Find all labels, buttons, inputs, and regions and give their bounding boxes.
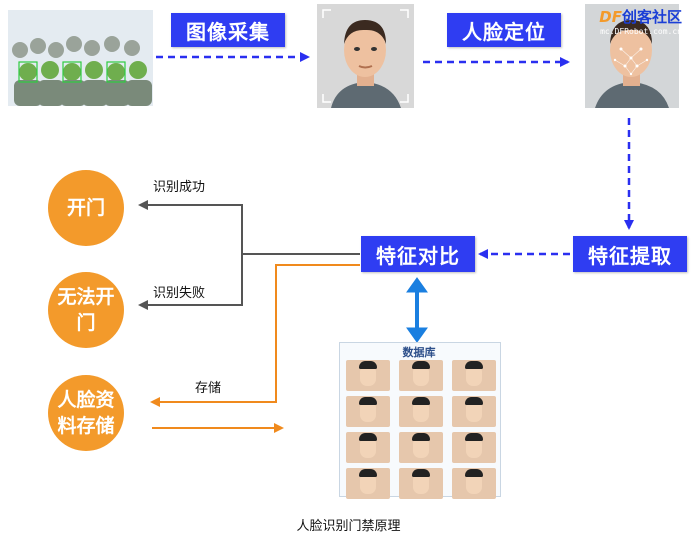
outcome-open-door-label: 开门 <box>66 197 105 219</box>
db-face <box>399 468 443 499</box>
face-icon <box>317 4 414 108</box>
db-face <box>399 396 443 427</box>
outcome-cannot-open-line2: 门 <box>76 312 96 334</box>
double-arrow-db <box>406 277 428 343</box>
watermark: DF创客社区 mc.DFRobot.com.cn <box>590 8 682 38</box>
crowd-image <box>8 10 153 106</box>
df-logo-icon: DF <box>599 8 622 26</box>
db-face <box>346 432 390 463</box>
watermark-url: mc.DFRobot.com.cn <box>600 27 682 36</box>
outcome-open-door: 开门 <box>48 170 124 246</box>
db-face <box>346 396 390 427</box>
watermark-brand: 创客社区 <box>621 8 682 26</box>
located-face-photo <box>585 4 679 108</box>
outcome-store-face: 人脸资 料存储 <box>48 375 124 451</box>
edge-label-success: 识别成功 <box>153 180 206 195</box>
figure-caption: 人脸识别门禁原理 <box>296 519 401 534</box>
outcome-cannot-open: 无法开 门 <box>48 272 124 348</box>
db-face <box>452 360 496 391</box>
edge-label-store: 存储 <box>195 381 222 396</box>
db-face <box>346 360 390 391</box>
step-feature-extract-label: 特征提取 <box>588 243 672 268</box>
step-feature-compare-label: 特征对比 <box>376 243 460 268</box>
face-photo <box>317 4 414 108</box>
db-face <box>399 432 443 463</box>
step-face-locate: 人脸定位 <box>447 13 561 47</box>
step-image-capture-label: 图像采集 <box>186 19 270 44</box>
db-face <box>452 396 496 427</box>
edge-label-failure: 识别失败 <box>153 286 206 301</box>
step-feature-compare: 特征对比 <box>361 236 475 272</box>
step-face-locate-label: 人脸定位 <box>462 19 546 44</box>
database-faces <box>346 360 496 499</box>
line-compare-success <box>138 200 360 255</box>
step-image-capture: 图像采集 <box>171 13 285 47</box>
db-face <box>452 432 496 463</box>
outcome-store-line1: 人脸资 <box>57 389 115 411</box>
step-feature-extract: 特征提取 <box>573 236 687 272</box>
db-face <box>452 468 496 499</box>
outcome-store-line2: 料存储 <box>57 415 115 437</box>
line-compare-failure <box>138 254 243 310</box>
db-face <box>399 360 443 391</box>
db-face <box>346 468 390 499</box>
database-title: 数据库 <box>402 346 436 359</box>
face-landmarks-icon <box>585 4 679 108</box>
crowd-icon <box>8 10 153 106</box>
line-store <box>150 264 360 407</box>
outcome-cannot-open-line1: 无法开 <box>57 286 115 308</box>
